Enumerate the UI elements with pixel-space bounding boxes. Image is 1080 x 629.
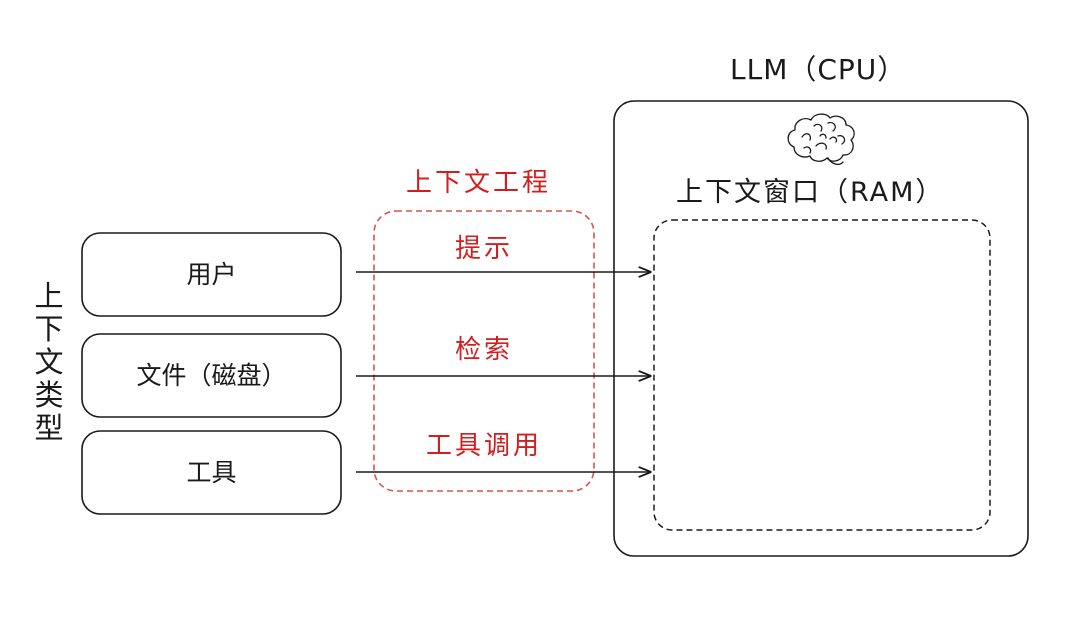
context-window-title: 上下文窗口（RAM） xyxy=(676,177,945,208)
tool-box xyxy=(81,430,342,515)
brain-icon xyxy=(787,113,855,165)
context-engineering-title: 上下文工程 xyxy=(406,168,552,198)
llm-title: LLM（CPU） xyxy=(730,53,907,86)
user-label: 用户 xyxy=(186,260,237,289)
tool-label: 工具 xyxy=(186,458,237,487)
file-box xyxy=(81,333,342,418)
method-prompt: 提示 xyxy=(454,234,513,264)
method-retrieval: 检索 xyxy=(454,335,513,365)
user-box xyxy=(81,232,342,317)
context-types-title: 上下文类型 xyxy=(34,279,64,445)
llm-box xyxy=(613,100,1029,557)
context-window-box xyxy=(653,219,991,531)
method-tool-call: 工具调用 xyxy=(425,431,542,461)
file-label: 文件（磁盘） xyxy=(136,361,287,390)
